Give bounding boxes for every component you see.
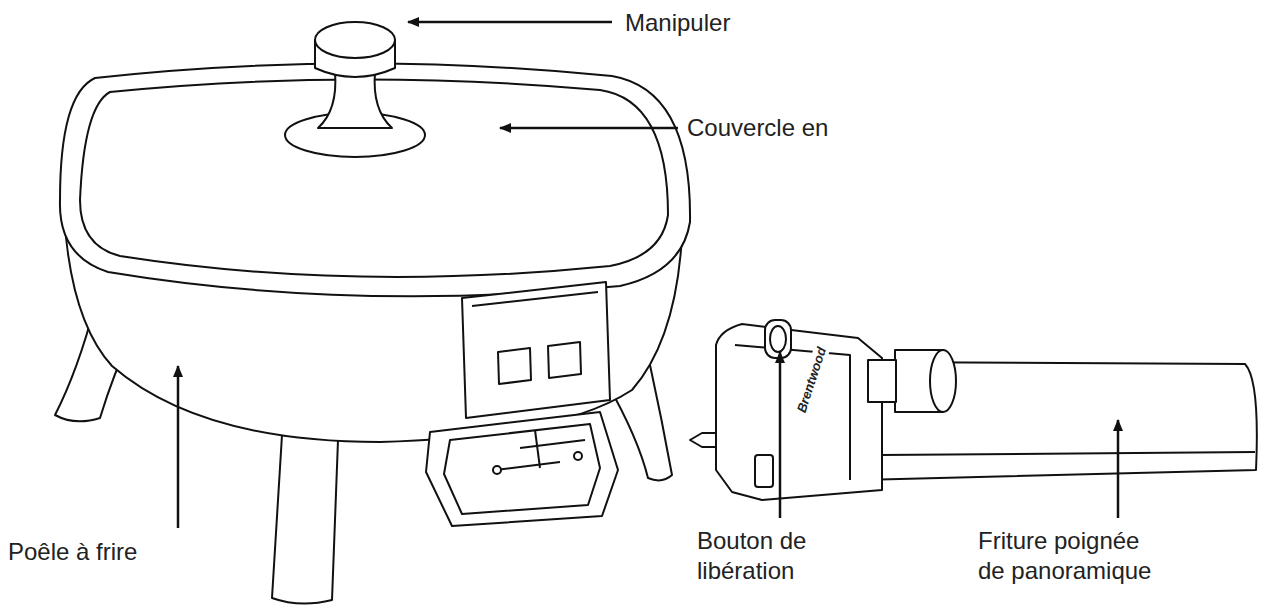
part-label: Friture poignée de panoramique	[978, 526, 1168, 586]
part-label: Couvercle en	[687, 113, 828, 143]
part-label: Poêle à frire	[8, 537, 137, 567]
part-label: Bouton de libération	[697, 526, 837, 586]
part-label: Manipuler	[625, 8, 730, 38]
